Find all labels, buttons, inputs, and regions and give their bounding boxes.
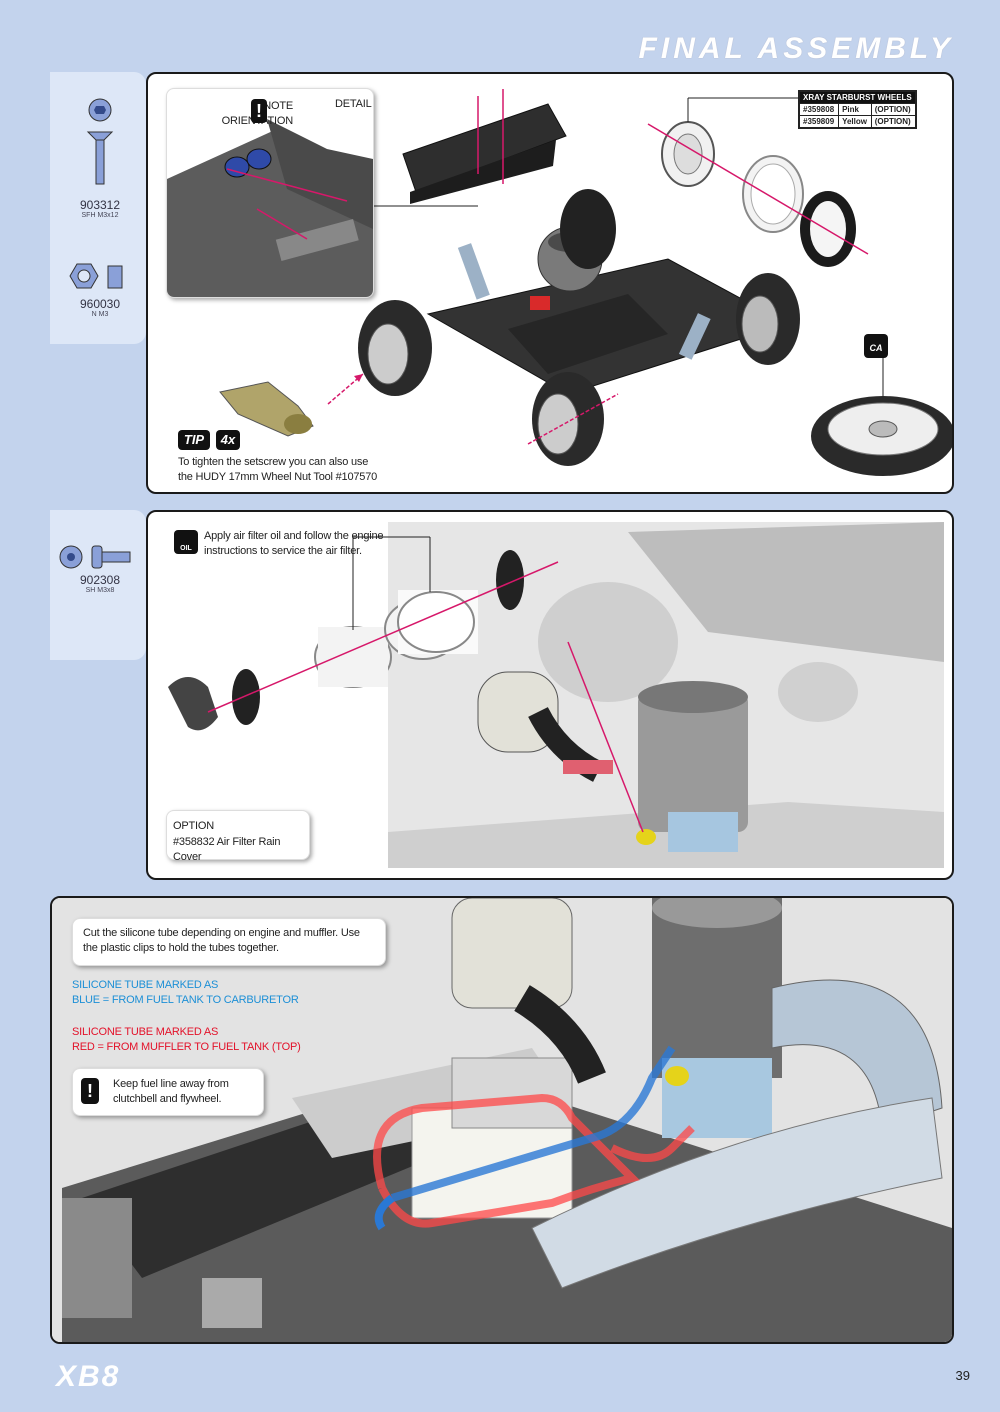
- parts-panel-1: [50, 72, 146, 344]
- table-row: #359809 Yellow (OPTION): [798, 115, 916, 128]
- assembly-panel-air-filter: OIL Apply air filter oil and follow the …: [146, 510, 954, 880]
- table-cell-color: Pink: [838, 103, 872, 116]
- warning-icon: !: [81, 1078, 99, 1104]
- detail-label: DETAIL: [335, 98, 372, 110]
- nut-icon: [69, 263, 123, 289]
- part-number-902308: 902308: [79, 573, 121, 587]
- air-filter-instruction: Apply air filter oil and follow the engi…: [204, 530, 384, 557]
- table-cell-code: #359809: [798, 115, 840, 128]
- assembly-panel-fuel-lines: Cut the silicone tube depending on engin…: [50, 896, 954, 1344]
- warning-icon: !: [251, 99, 267, 123]
- option-label: OPTION: [173, 820, 214, 832]
- xb8-logo: XB8: [56, 1360, 121, 1393]
- option-text: #358832 Air Filter Rain Cover: [173, 836, 281, 863]
- tube-instruction: Cut the silicone tube depending on engin…: [83, 927, 360, 954]
- fuel-line-illustration: [52, 898, 952, 1342]
- table-cell-code: #359808: [798, 103, 840, 116]
- table-cell-color: Yellow: [838, 115, 872, 128]
- air-filter-illustration: [168, 522, 944, 868]
- table-cell-option: (OPTION): [870, 115, 916, 128]
- table-title: XRAY STARBURST WHEELS: [799, 91, 916, 104]
- part-desc-903312: SFH M3x12: [81, 212, 119, 219]
- red-tube-label-1: SILICONE TUBE MARKED AS: [72, 1026, 219, 1038]
- part-number-903312: 903312: [79, 198, 121, 212]
- fuel-line-warning: Keep fuel line away from clutchbell and …: [113, 1078, 229, 1105]
- quantity-badge: 4x: [216, 430, 240, 450]
- socket-screw-icon: [59, 545, 131, 569]
- parts-panel-2: [50, 510, 146, 660]
- table-row: #359808 Pink (OPTION): [798, 103, 916, 116]
- tip-text: To tighten the setscrew you can also use…: [178, 456, 378, 483]
- detail-illustration: [167, 119, 373, 297]
- blue-tube-label-2: BLUE = FROM FUEL TANK TO CARBURETOR: [72, 994, 299, 1006]
- blue-tube-label-1: SILICONE TUBE MARKED AS: [72, 979, 219, 991]
- assembly-panel-wheels: NOTE ORIENTATION ! DETAIL XRAY STARBURST…: [146, 72, 954, 494]
- wheels-option-table: XRAY STARBURST WHEELS #359808 Pink (OPTI…: [798, 90, 917, 129]
- part-desc-960030: N M3: [91, 311, 109, 318]
- red-tube-label-2: RED = FROM MUFFLER TO FUEL TANK (TOP): [72, 1041, 301, 1053]
- warning-bubble: ! Keep fuel line away from clutchbell an…: [72, 1068, 264, 1116]
- part-desc-902308: SH M3x8: [85, 587, 115, 594]
- detail-inset: NOTE ORIENTATION ! DETAIL: [166, 88, 374, 298]
- instruction-bubble: Cut the silicone tube depending on engin…: [72, 918, 386, 966]
- screw-icon: [86, 98, 114, 185]
- car-wheel-illustration: [219, 89, 952, 476]
- oil-icon: OIL: [174, 530, 198, 554]
- page-title: FINAL ASSEMBLY: [638, 32, 954, 65]
- part-number-960030: 960030: [79, 297, 121, 311]
- ca-glue-icon: CA: [864, 334, 888, 358]
- page-number: 39: [955, 1368, 970, 1383]
- table-cell-option: (OPTION): [870, 103, 916, 116]
- option-bubble: OPTION #358832 Air Filter Rain Cover: [166, 810, 310, 863]
- tip-badge: TIP: [178, 430, 210, 450]
